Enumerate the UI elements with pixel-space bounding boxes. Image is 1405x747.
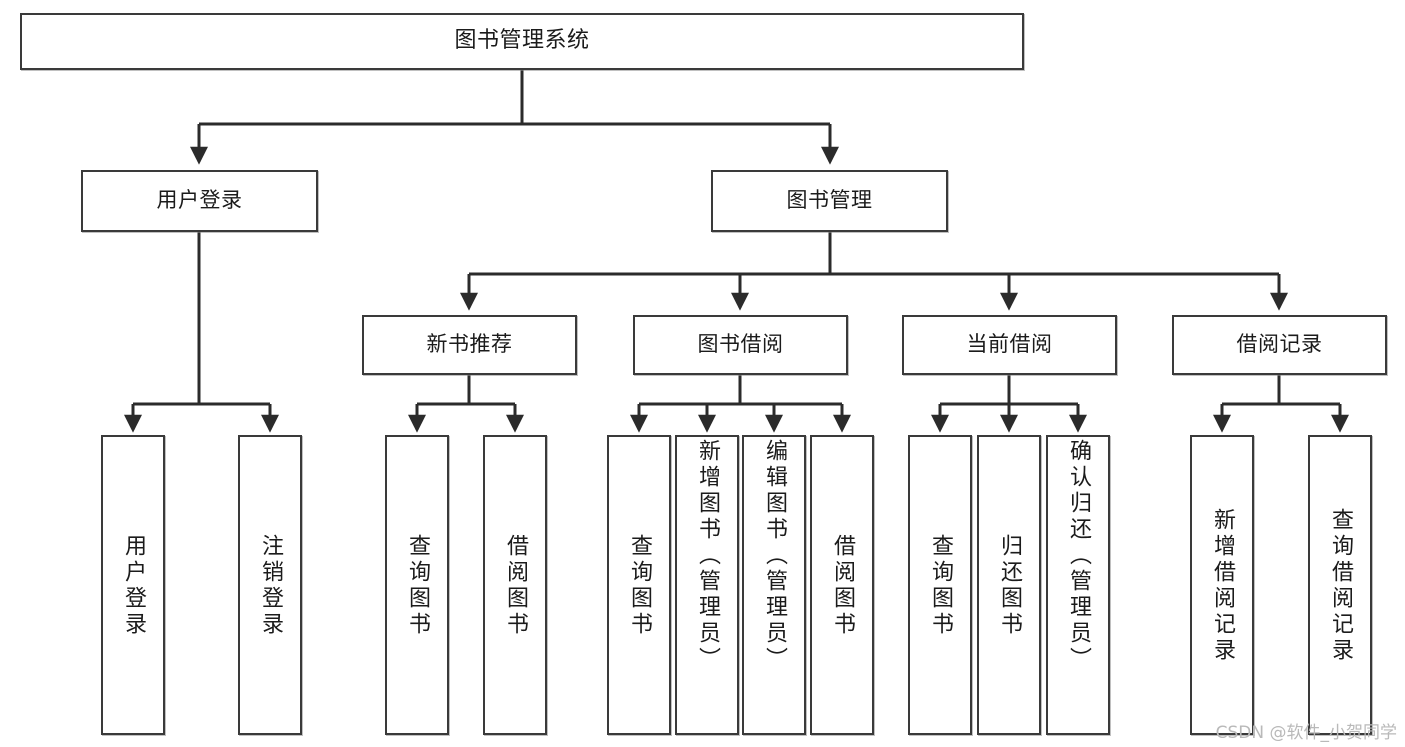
node-label: 查询借阅记录 <box>1328 508 1353 664</box>
leaf-query-book-current[interactable]: 查询图书 <box>908 435 972 735</box>
node-label: 查询图书 <box>405 534 430 638</box>
node-current-borrow[interactable]: 当前借阅 <box>902 315 1117 375</box>
leaf-borrow-book-borrow[interactable]: 借阅图书 <box>810 435 874 735</box>
node-label: 图书借阅 <box>697 332 784 357</box>
node-label: 编辑图书（管理员） <box>762 439 787 673</box>
node-label: 查询图书 <box>627 534 652 638</box>
node-label: 图书管理 <box>786 188 873 213</box>
node-label: 用户登录 <box>156 188 243 213</box>
leaf-borrow-book-recommend[interactable]: 借阅图书 <box>483 435 547 735</box>
node-label: 新书推荐 <box>426 332 513 357</box>
node-book-management[interactable]: 图书管理 <box>711 170 948 232</box>
node-label: 借阅图书 <box>503 534 528 638</box>
leaf-edit-book-admin[interactable]: 编辑图书（管理员） <box>742 435 806 735</box>
node-label: 用户登录 <box>121 534 146 638</box>
node-label: 确认归还（管理员） <box>1066 439 1091 673</box>
node-label: 图书管理系统 <box>454 28 590 54</box>
node-label: 归还图书 <box>997 534 1022 638</box>
node-label: 新增图书（管理员） <box>695 439 720 673</box>
node-label: 注销登录 <box>258 534 283 638</box>
node-label: 借阅记录 <box>1236 332 1323 357</box>
node-new-book-recommend[interactable]: 新书推荐 <box>362 315 577 375</box>
leaf-user-login[interactable]: 用户登录 <box>101 435 165 735</box>
node-book-borrow[interactable]: 图书借阅 <box>633 315 848 375</box>
leaf-query-borrow-record[interactable]: 查询借阅记录 <box>1308 435 1372 735</box>
node-borrow-record[interactable]: 借阅记录 <box>1172 315 1387 375</box>
leaf-add-borrow-record[interactable]: 新增借阅记录 <box>1190 435 1254 735</box>
leaf-return-book[interactable]: 归还图书 <box>977 435 1041 735</box>
leaf-query-book-borrow[interactable]: 查询图书 <box>607 435 671 735</box>
node-user-login[interactable]: 用户登录 <box>81 170 318 232</box>
csdn-watermark: CSDN @软件_小贺同学 <box>1215 723 1397 743</box>
leaf-confirm-return-admin[interactable]: 确认归还（管理员） <box>1046 435 1110 735</box>
leaf-query-book-recommend[interactable]: 查询图书 <box>385 435 449 735</box>
node-root-book-management-system[interactable]: 图书管理系统 <box>20 13 1024 70</box>
node-label: 当前借阅 <box>966 332 1053 357</box>
node-label: 借阅图书 <box>830 534 855 638</box>
leaf-add-book-admin[interactable]: 新增图书（管理员） <box>675 435 739 735</box>
node-label: 查询图书 <box>928 534 953 638</box>
leaf-logout-login[interactable]: 注销登录 <box>238 435 302 735</box>
node-label: 新增借阅记录 <box>1210 508 1235 664</box>
